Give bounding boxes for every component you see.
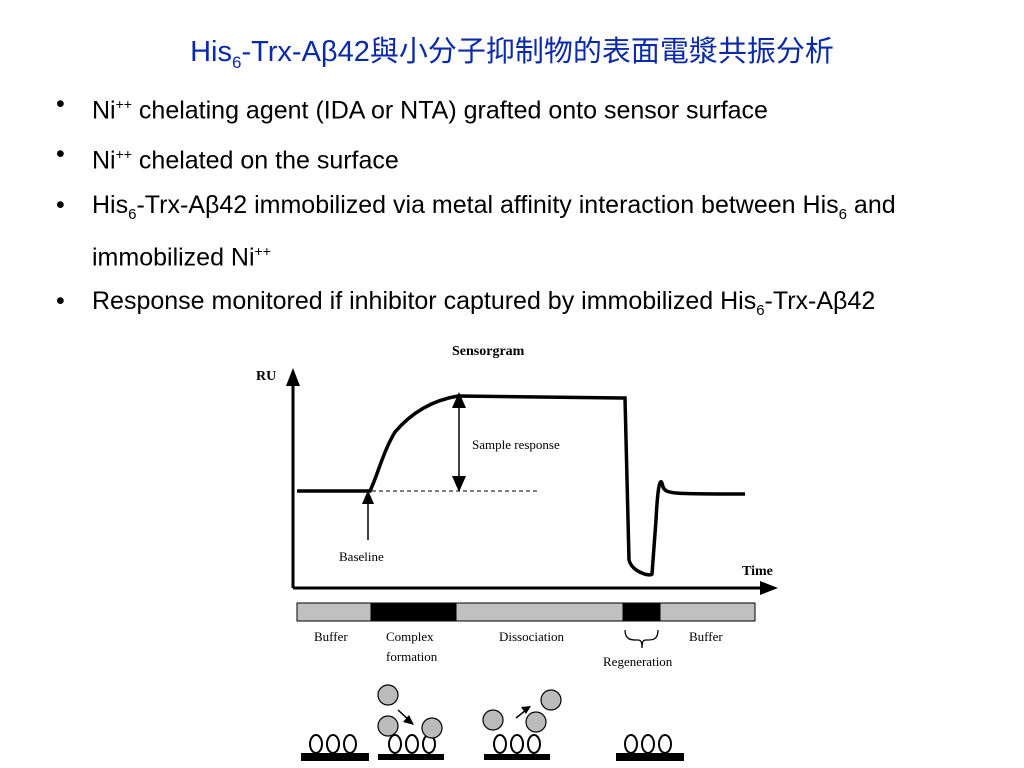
phase-buffer-1	[296, 602, 372, 622]
b4-beta: β	[833, 286, 848, 315]
baseline-label: Baseline	[339, 549, 384, 564]
regeneration-brace	[624, 629, 659, 649]
sample-response-arrow-up-icon	[452, 392, 466, 408]
sample-response-arrow-down-icon	[452, 476, 466, 492]
phase-label-buffer-1: Buffer	[314, 629, 348, 644]
phase-label-regeneration: Regeneration	[603, 654, 673, 669]
phase-label-formation: formation	[386, 649, 438, 664]
phase-label-complex: Complex	[386, 629, 434, 644]
b4-sub: 6	[756, 301, 765, 319]
b3-sub: 6	[128, 205, 137, 223]
b3-rest: 42 immobilized via metal affinity intera…	[219, 190, 839, 219]
b3-his: His	[92, 190, 129, 219]
b1-sup: ++	[115, 96, 132, 112]
b2-sup: ++	[115, 146, 132, 163]
x-axis-arrow-icon	[760, 581, 778, 595]
title-trx: -Trx-A	[241, 36, 321, 68]
phase-label-buffer-2: Buffer	[689, 629, 723, 644]
sample-response-label: Sample response	[472, 437, 560, 452]
bullet-4: Response monitored if inhibitor captured…	[56, 283, 976, 329]
x-axis-label: Time	[742, 564, 773, 579]
phase-label-dissociation: Dissociation	[499, 629, 564, 644]
b2-ni: Ni	[92, 146, 116, 175]
b4-text: Response monitored if inhibitor captured…	[92, 286, 757, 315]
title-his: His	[190, 36, 232, 68]
surface-dissociation	[482, 689, 562, 760]
b3-beta: β	[204, 190, 220, 219]
b3-rest2: and immobilized Ni	[92, 190, 896, 271]
b3-sup: ++	[254, 242, 271, 259]
b3-trx: -Trx-A	[136, 190, 205, 219]
phase-buffer-2	[659, 602, 756, 622]
title-rest: 42與小分子抑制物的表面電漿共振分析	[337, 36, 834, 68]
bullet-3: His6-Trx-Aβ42 immobilized via metal affi…	[56, 187, 976, 276]
surface-buffer	[301, 734, 369, 761]
y-axis-arrow-icon	[286, 368, 300, 386]
phase-complex	[370, 602, 457, 622]
bullet-list: Ni++ chelating agent (IDA or NTA) grafte…	[56, 86, 976, 336]
b1-text: chelating agent (IDA or NTA) grafted ont…	[131, 96, 768, 125]
bullet-1: Ni++ chelating agent (IDA or NTA) grafte…	[56, 86, 976, 129]
b4-trx: Trx-A	[772, 286, 834, 315]
phase-regeneration	[622, 602, 661, 622]
slide-title: His6-Trx-Aβ42與小分子抑制物的表面電漿共振分析	[0, 28, 1024, 73]
surface-regeneration	[616, 734, 684, 761]
title-sub: 6	[232, 52, 242, 72]
title-beta: β	[320, 36, 338, 68]
sensorgram-curve	[297, 394, 746, 577]
sensorgram-title: Sensorgram	[452, 344, 525, 359]
b4-dash: -	[764, 286, 773, 315]
phase-dissociation	[455, 602, 624, 622]
b1-ni: Ni	[92, 96, 116, 125]
baseline-arrow-icon	[362, 490, 374, 504]
y-axis-label: RU	[256, 369, 276, 384]
surface-complex	[377, 684, 444, 760]
bullet-2: Ni++ chelated on the surface	[56, 136, 976, 179]
b3-sub2: 6	[838, 205, 847, 223]
b2-text: chelated on the surface	[131, 146, 399, 175]
b4-end: 42	[847, 286, 876, 315]
